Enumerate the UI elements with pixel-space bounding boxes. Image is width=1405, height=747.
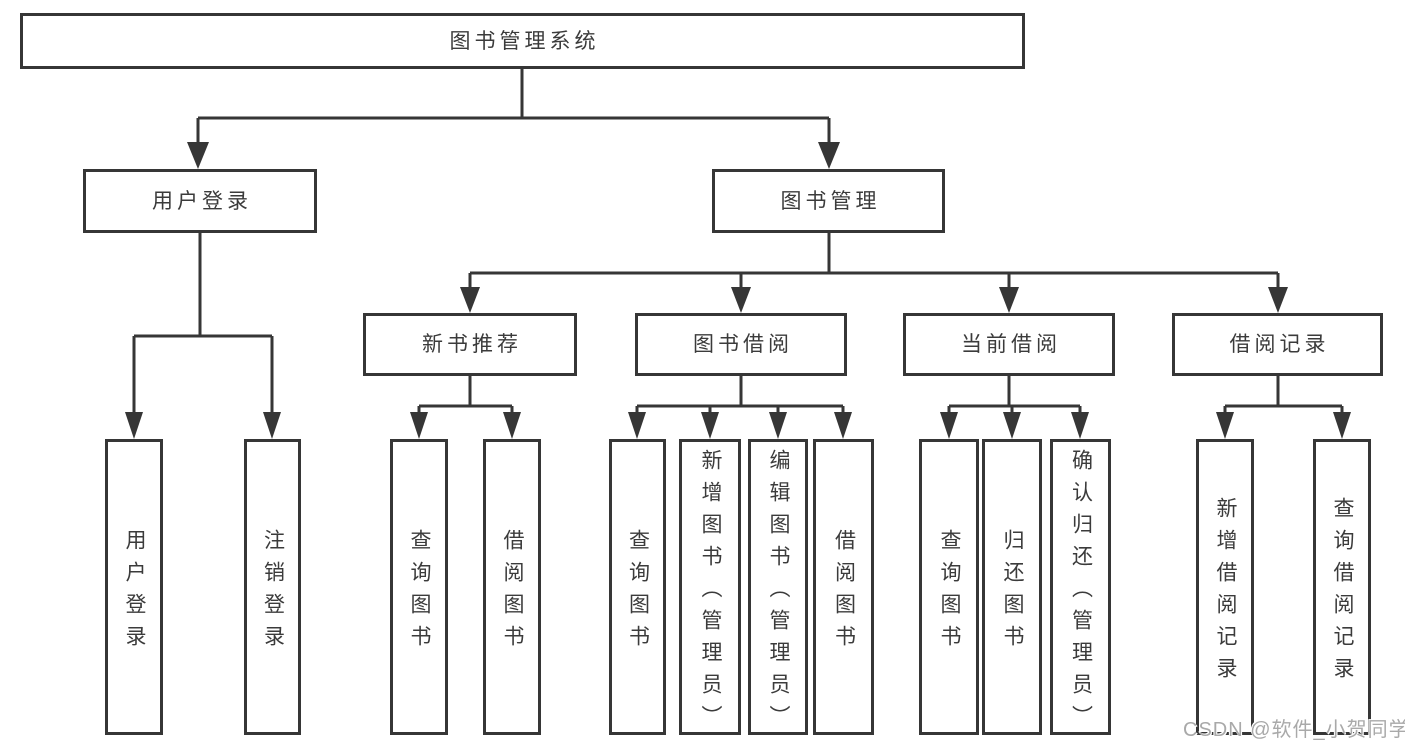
node-label: 归还图书 (1001, 528, 1025, 657)
node-label: 查询图书 (938, 528, 962, 657)
node-label: 当前借阅 (961, 333, 1061, 356)
node-label: 用户登录 (152, 189, 252, 213)
node-book-management: 图书管理 (712, 169, 945, 233)
node-label: 图书管理系统 (449, 29, 600, 53)
node-user-login: 用户登录 (83, 169, 317, 233)
node-label: 新书推荐 (422, 333, 522, 356)
node-label: 借阅记录 (1229, 333, 1330, 356)
node-label: 新增借阅记录 (1214, 496, 1238, 689)
leaf-edit-books-admin: 编辑图书（管理员） (748, 439, 808, 737)
node-label: 图书借阅 (693, 333, 793, 356)
leaf-user-login: 用户登录 (105, 439, 163, 735)
leaf-query-borrow-record: 查询借阅记录 (1313, 439, 1371, 735)
leaf-query-books: 查询图书 (609, 439, 666, 735)
node-label: 查询图书 (408, 528, 432, 657)
node-label: 借阅图书 (501, 528, 525, 657)
leaf-add-borrow-record: 新增借阅记录 (1196, 439, 1254, 735)
leaf-borrow-books: 借阅图书 (483, 439, 541, 735)
leaf-add-books-admin: 新增图书（管理员） (679, 439, 741, 737)
node-current-borrow: 当前借阅 (903, 313, 1115, 376)
csdn-watermark: CSDN @软件_小贺同学 (1183, 719, 1405, 741)
node-library-management-system: 图书管理系统 (20, 13, 1025, 69)
node-label: 注销登录 (261, 528, 285, 657)
leaf-confirm-return-admin: 确认归还（管理员） (1050, 439, 1111, 737)
node-label: 图书管理 (780, 189, 881, 213)
leaf-query-books: 查询图书 (919, 439, 979, 735)
node-label: 查询借阅记录 (1331, 496, 1355, 689)
leaf-query-books: 查询图书 (390, 439, 448, 735)
node-book-borrow: 图书借阅 (635, 313, 847, 376)
node-label: 用户登录 (123, 528, 147, 657)
leaf-borrow-books: 借阅图书 (813, 439, 874, 735)
node-label: 借阅图书 (832, 528, 856, 657)
node-label: 确认归还（管理员） (1069, 448, 1093, 737)
node-label: 新增图书（管理员） (699, 448, 723, 737)
node-label: 查询图书 (626, 528, 650, 657)
leaf-return-books: 归还图书 (982, 439, 1042, 735)
node-label: 编辑图书（管理员） (767, 448, 791, 737)
node-borrow-records: 借阅记录 (1172, 313, 1383, 376)
leaf-logout: 注销登录 (244, 439, 301, 735)
node-new-book-recommend: 新书推荐 (363, 313, 577, 376)
